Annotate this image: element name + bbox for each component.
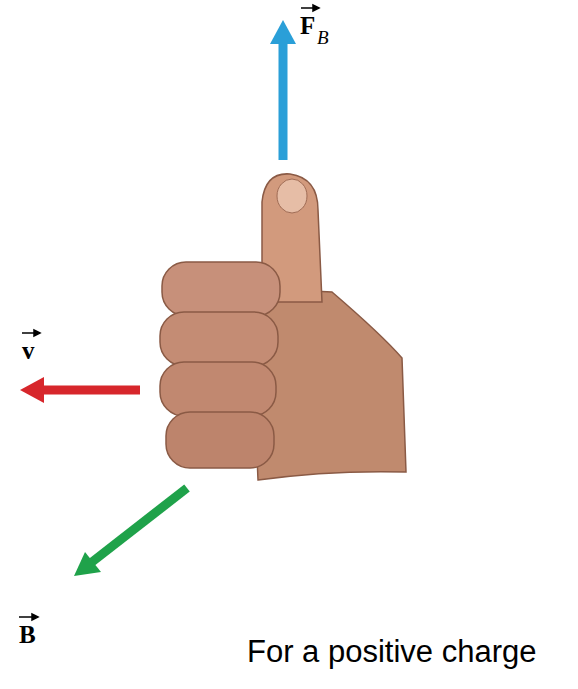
velocity-symbol: v <box>22 338 35 363</box>
force-symbol: F <box>300 13 315 38</box>
caption: For a positive charge <box>247 636 536 667</box>
velocity-arrow <box>20 377 140 403</box>
field-arrow <box>74 488 187 576</box>
finger <box>166 412 274 468</box>
thumbnail <box>277 179 307 213</box>
finger <box>160 362 276 416</box>
field-symbol: B <box>19 622 36 647</box>
hand-illustration <box>160 174 406 480</box>
force-subscript: B <box>317 28 329 47</box>
finger <box>162 262 280 316</box>
force-arrow <box>270 20 296 160</box>
finger <box>160 312 278 366</box>
vector-mark <box>19 5 319 620</box>
